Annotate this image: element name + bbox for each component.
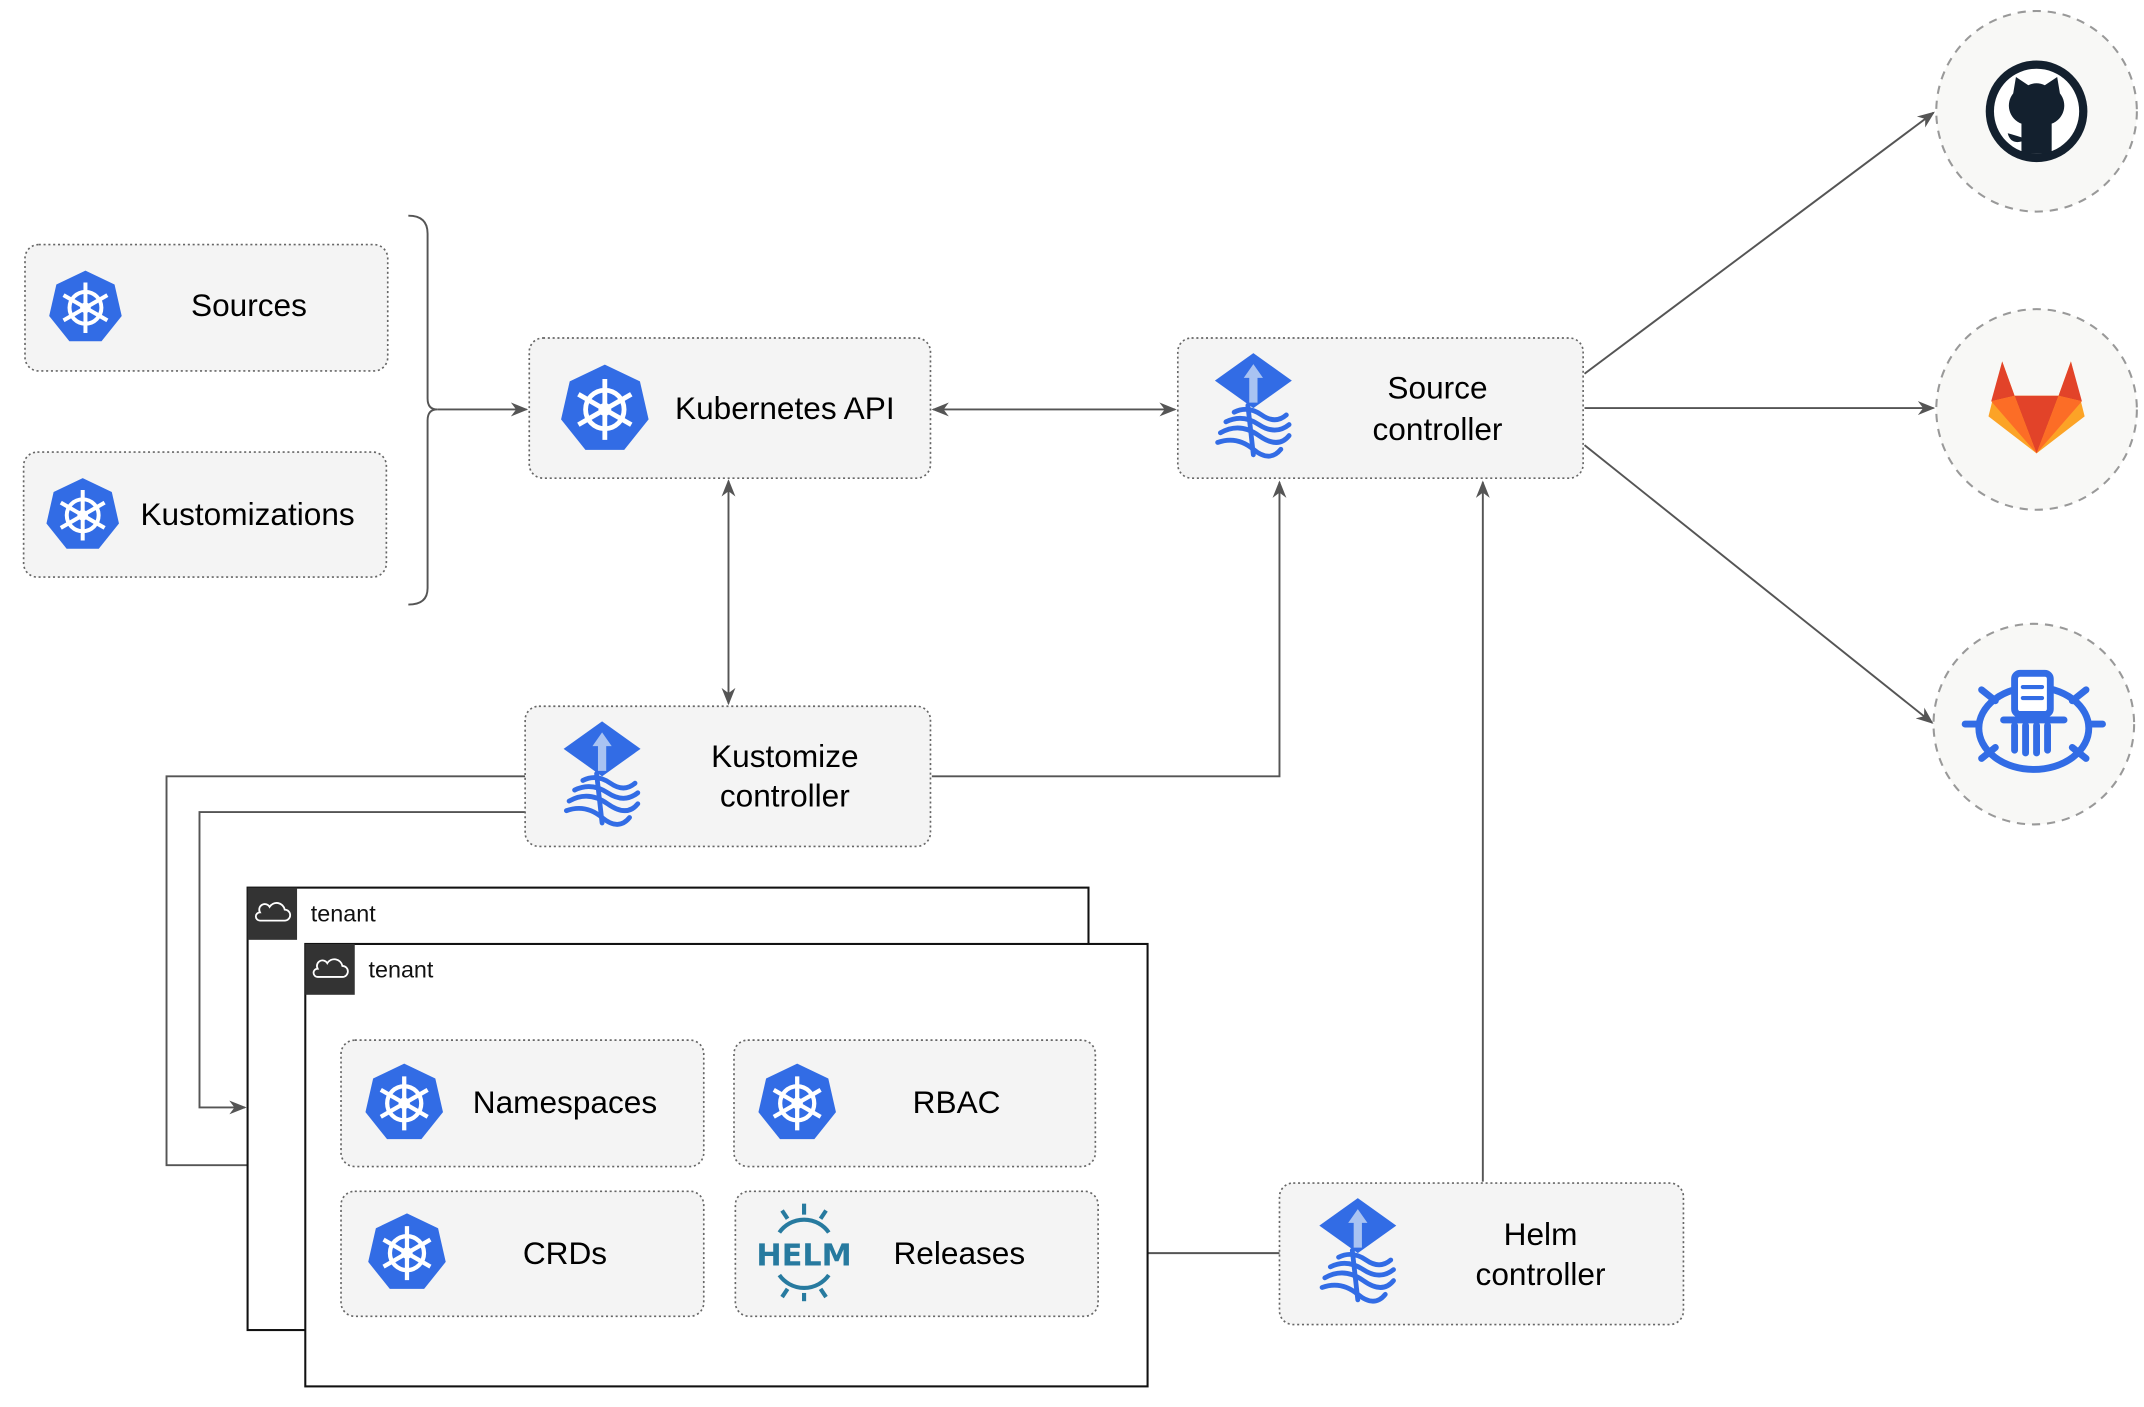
helm-controller-label-line2: controller — [1476, 1256, 1606, 1292]
node-kustomizations[interactable]: Kustomizations — [22, 451, 388, 578]
source-controller-label-line2: controller — [1373, 411, 1503, 447]
tenant-label: tenant — [311, 900, 376, 926]
brace — [408, 214, 438, 606]
node-kustomize-controller[interactable]: Kustomize controller — [524, 705, 932, 848]
external-gitlab[interactable] — [1935, 308, 2138, 511]
kustomizations-label: Kustomizations — [140, 496, 354, 532]
namespaces-label: Namespaces — [473, 1084, 657, 1120]
node-kubernetes-api[interactable]: Kubernetes API — [528, 337, 932, 479]
bucket-icon — [1961, 669, 2106, 773]
edge-source-to-github — [1583, 111, 1935, 375]
edge-kustomize-to-source — [931, 480, 1287, 778]
sources-label: Sources — [191, 287, 307, 323]
kustomize-controller-label-line1: Kustomize — [711, 738, 858, 774]
node-helm-controller[interactable]: Helm controller — [1278, 1182, 1685, 1326]
helm-icon: HELM — [756, 1203, 852, 1302]
helm-logo-text: HELM — [756, 1238, 851, 1273]
releases-label: Releases — [893, 1235, 1025, 1271]
external-github[interactable] — [1935, 9, 2138, 213]
crds-label: CRDs — [523, 1235, 607, 1271]
node-crds[interactable]: CRDs — [340, 1190, 705, 1318]
edge-source-to-bucket — [1583, 444, 1934, 724]
github-icon — [1985, 60, 2088, 163]
kubernetes-api-label: Kubernetes API — [675, 390, 895, 426]
rbac-label: RBAC — [913, 1084, 1001, 1120]
gitlab-icon — [1988, 361, 2085, 454]
cloud-icon — [312, 958, 349, 978]
node-rbac[interactable]: RBAC — [733, 1039, 1097, 1168]
node-releases[interactable]: HELM Releases — [734, 1190, 1099, 1318]
kustomize-controller-label-line2: controller — [720, 778, 850, 814]
edges — [165, 111, 1936, 1261]
tenant-label: tenant — [369, 957, 434, 983]
cloud-icon — [254, 902, 291, 922]
edge-kustomize-to-tenant-back — [198, 811, 526, 1115]
node-namespaces[interactable]: Namespaces — [340, 1039, 705, 1168]
node-source-controller[interactable]: Source controller — [1176, 337, 1584, 479]
source-controller-label-line1: Source — [1387, 370, 1487, 406]
edge-kustomize-to-tenant-front — [165, 775, 526, 1173]
helm-controller-label-line1: Helm — [1504, 1216, 1578, 1252]
node-sources[interactable]: Sources — [24, 243, 389, 372]
external-bucket[interactable] — [1932, 622, 2136, 826]
